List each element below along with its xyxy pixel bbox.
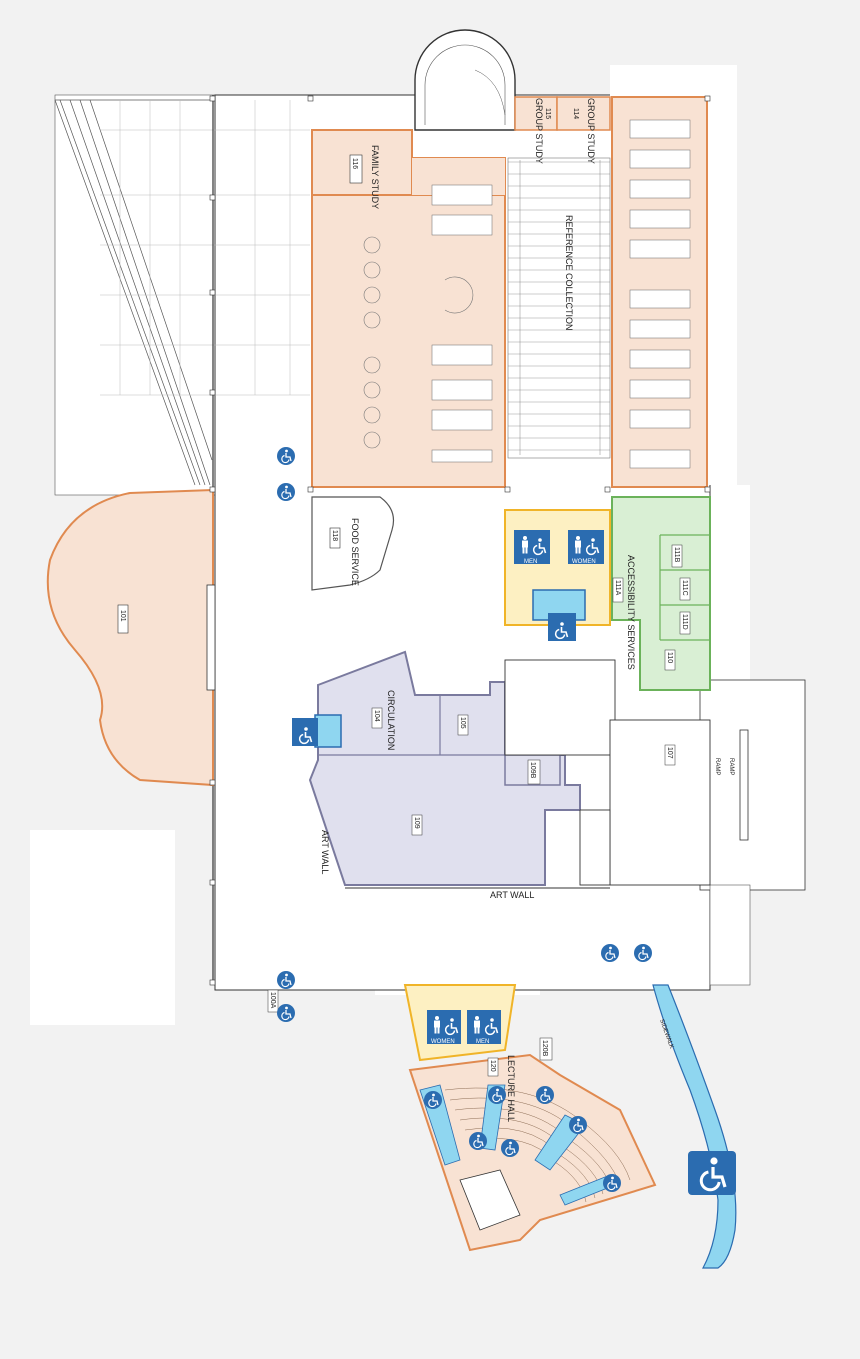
accessible-entrance-icon	[633, 943, 653, 963]
room-111c-number: 111C	[681, 580, 688, 596]
accessible-seat-icon	[602, 1173, 622, 1193]
art-wall-vertical-label: ART WALL	[320, 830, 330, 874]
group-study-114[interactable]	[556, 96, 611, 131]
men-label-upper: MEN	[524, 559, 537, 565]
men-restroom-upper[interactable]	[514, 530, 550, 564]
circulation-number: 104	[373, 710, 380, 722]
room-105-number: 105	[459, 717, 466, 729]
accessible-seat-icon	[423, 1090, 443, 1110]
study-tables	[431, 119, 691, 469]
room-101-number: 101	[119, 610, 126, 622]
art-wall-horizontal-label: ART WALL	[490, 890, 534, 900]
food-service-number: 118	[331, 530, 338, 541]
group-study-115-number: 115	[544, 108, 551, 119]
women-restroom-upper[interactable]	[568, 530, 604, 564]
accessible-entrance-icon	[276, 482, 296, 502]
accessible-seat-icon	[568, 1115, 588, 1135]
women-restroom-lower[interactable]	[427, 1010, 461, 1044]
reference-collection-label: REFERENCE COLLECTION	[564, 215, 574, 331]
women-label-lower: WOMEN	[431, 1039, 455, 1045]
accessible-seat-icon	[468, 1131, 488, 1151]
lecture-hall-number: 120	[489, 1060, 496, 1072]
study-area-main[interactable]	[311, 194, 506, 488]
room-101[interactable]	[46, 488, 214, 787]
food-service[interactable]	[311, 496, 395, 591]
room-107-number: 107	[666, 747, 673, 759]
accessible-seat-icon	[500, 1138, 520, 1158]
reference-collection[interactable]	[507, 157, 611, 459]
lecture-hall-label: LECTURE HALL	[506, 1055, 516, 1122]
room-109b-number: 109B	[529, 762, 536, 779]
elevator-circulation[interactable]	[314, 714, 342, 748]
ramp-upper-label: RAMP	[714, 758, 720, 775]
men-label-lower: MEN	[476, 1039, 489, 1045]
accessible-entrance-icon	[276, 970, 296, 990]
accessible-sidewalk	[652, 984, 737, 1269]
room-111a-number: 111A	[614, 580, 621, 596]
food-service-label: FOOD SERVICE	[350, 518, 360, 586]
accessible-seat-icon	[487, 1085, 507, 1105]
room-111d-number: 111D	[681, 614, 688, 630]
accessible-entrance-icon	[600, 943, 620, 963]
accessible-entrance-icon	[276, 446, 296, 466]
room-100a-number: 100A	[269, 992, 276, 1009]
accessibility-services[interactable]	[611, 496, 711, 691]
accessibility-services-label: ACCESSIBILITY SERVICES	[626, 555, 636, 670]
group-study-114-number: 114	[572, 108, 579, 119]
circulation-label: CIRCULATION	[386, 690, 396, 750]
room-120b-number: 120B	[541, 1040, 548, 1057]
accessible-seat-icon	[535, 1085, 555, 1105]
room-111b-number: 111B	[673, 547, 680, 563]
accessible-entrance-icon	[276, 1003, 296, 1023]
men-restroom-lower[interactable]	[467, 1010, 501, 1044]
group-study-115-label: GROUP STUDY	[534, 98, 544, 164]
family-study-label: FAMILY STUDY	[370, 145, 380, 209]
room-109-number: 109	[413, 817, 420, 829]
family-study-number: 116	[351, 158, 358, 169]
women-label-upper: WOMEN	[572, 559, 596, 565]
entrance-canopy	[54, 99, 215, 486]
room-110-number: 110	[666, 652, 673, 663]
group-study-114-label: GROUP STUDY	[586, 98, 596, 164]
ramp-lower-label: RAMP	[728, 758, 734, 775]
